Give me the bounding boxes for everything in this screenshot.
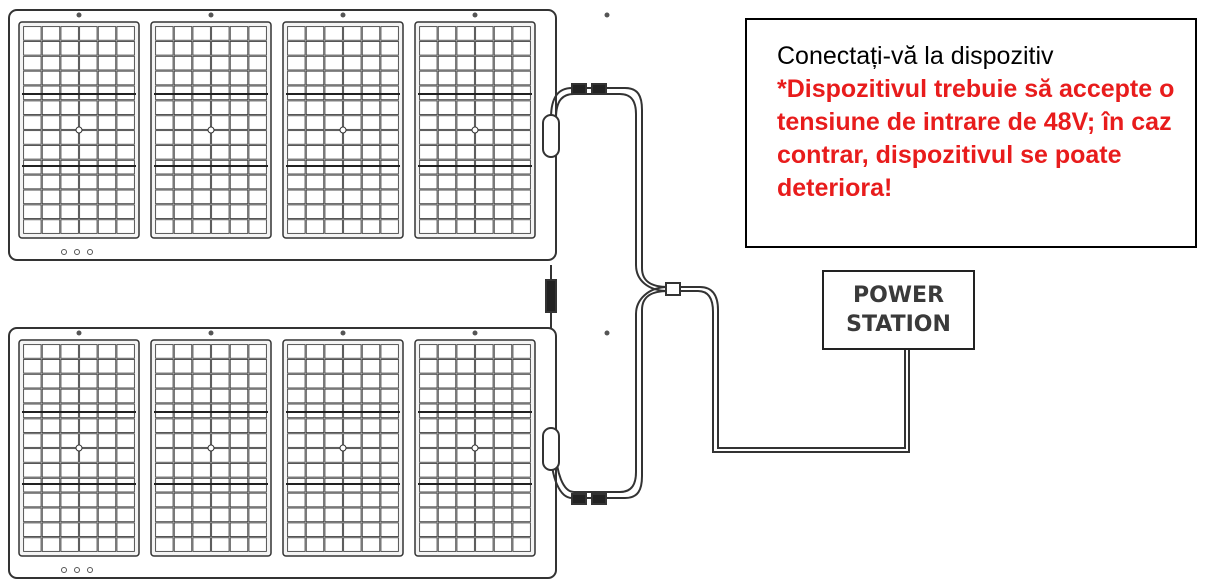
mount-hole xyxy=(472,12,478,18)
mount-hole xyxy=(76,330,82,336)
solar-module xyxy=(282,21,404,239)
mount-hole xyxy=(208,12,214,18)
mount-hole xyxy=(61,567,67,573)
device-warning-box: Conectați-vă la dispozitiv *Dispozitivul… xyxy=(745,18,1197,248)
mount-hole xyxy=(87,249,93,255)
power-station-label-line1: POWER xyxy=(852,283,945,308)
solar-module xyxy=(150,339,272,557)
solar-module xyxy=(282,339,404,557)
connect-device-title: Conectați-vă la dispozitiv xyxy=(777,42,1054,70)
bottom-inner-cable xyxy=(555,286,669,493)
y-splitter-connector xyxy=(665,282,681,296)
solar-panels xyxy=(8,9,610,579)
solar-module xyxy=(414,339,536,557)
top-junction-box xyxy=(542,114,560,158)
mount-hole xyxy=(61,249,67,255)
panel-link-connector xyxy=(545,279,557,313)
bottom-output-cable xyxy=(550,290,669,499)
mount-hole xyxy=(472,330,478,336)
mount-hole xyxy=(340,12,346,18)
top-mc4-connector xyxy=(571,83,587,95)
power-station-box: POWER STATION xyxy=(822,270,975,350)
top-mc4-connector-2 xyxy=(591,83,607,95)
voltage-warning-text: *Dispozitivul trebuie să accepte o tensi… xyxy=(777,75,1175,202)
mount-hole xyxy=(74,567,80,573)
solar-module xyxy=(150,21,272,239)
solar-module xyxy=(18,339,140,557)
mount-hole xyxy=(76,12,82,18)
top-inner-cable xyxy=(555,93,669,292)
bottom-junction-box xyxy=(542,427,560,471)
power-station-cable xyxy=(680,286,906,449)
solar-module xyxy=(414,21,536,239)
power-station-cable-inner xyxy=(680,290,910,453)
mount-hole xyxy=(208,330,214,336)
mount-hole xyxy=(87,567,93,573)
bottom-mc4-connector xyxy=(571,493,587,505)
top-output-cable xyxy=(550,87,669,288)
mount-hole xyxy=(604,330,610,336)
cable-wiring xyxy=(542,83,910,505)
top-solar-panel xyxy=(8,9,610,261)
bottom-solar-panel xyxy=(8,327,610,579)
solar-module xyxy=(18,21,140,239)
power-station-label-line2: STATION xyxy=(846,312,951,337)
mount-hole xyxy=(340,330,346,336)
bottom-mc4-connector-2 xyxy=(591,493,607,505)
mount-hole xyxy=(604,12,610,18)
mount-hole xyxy=(74,249,80,255)
